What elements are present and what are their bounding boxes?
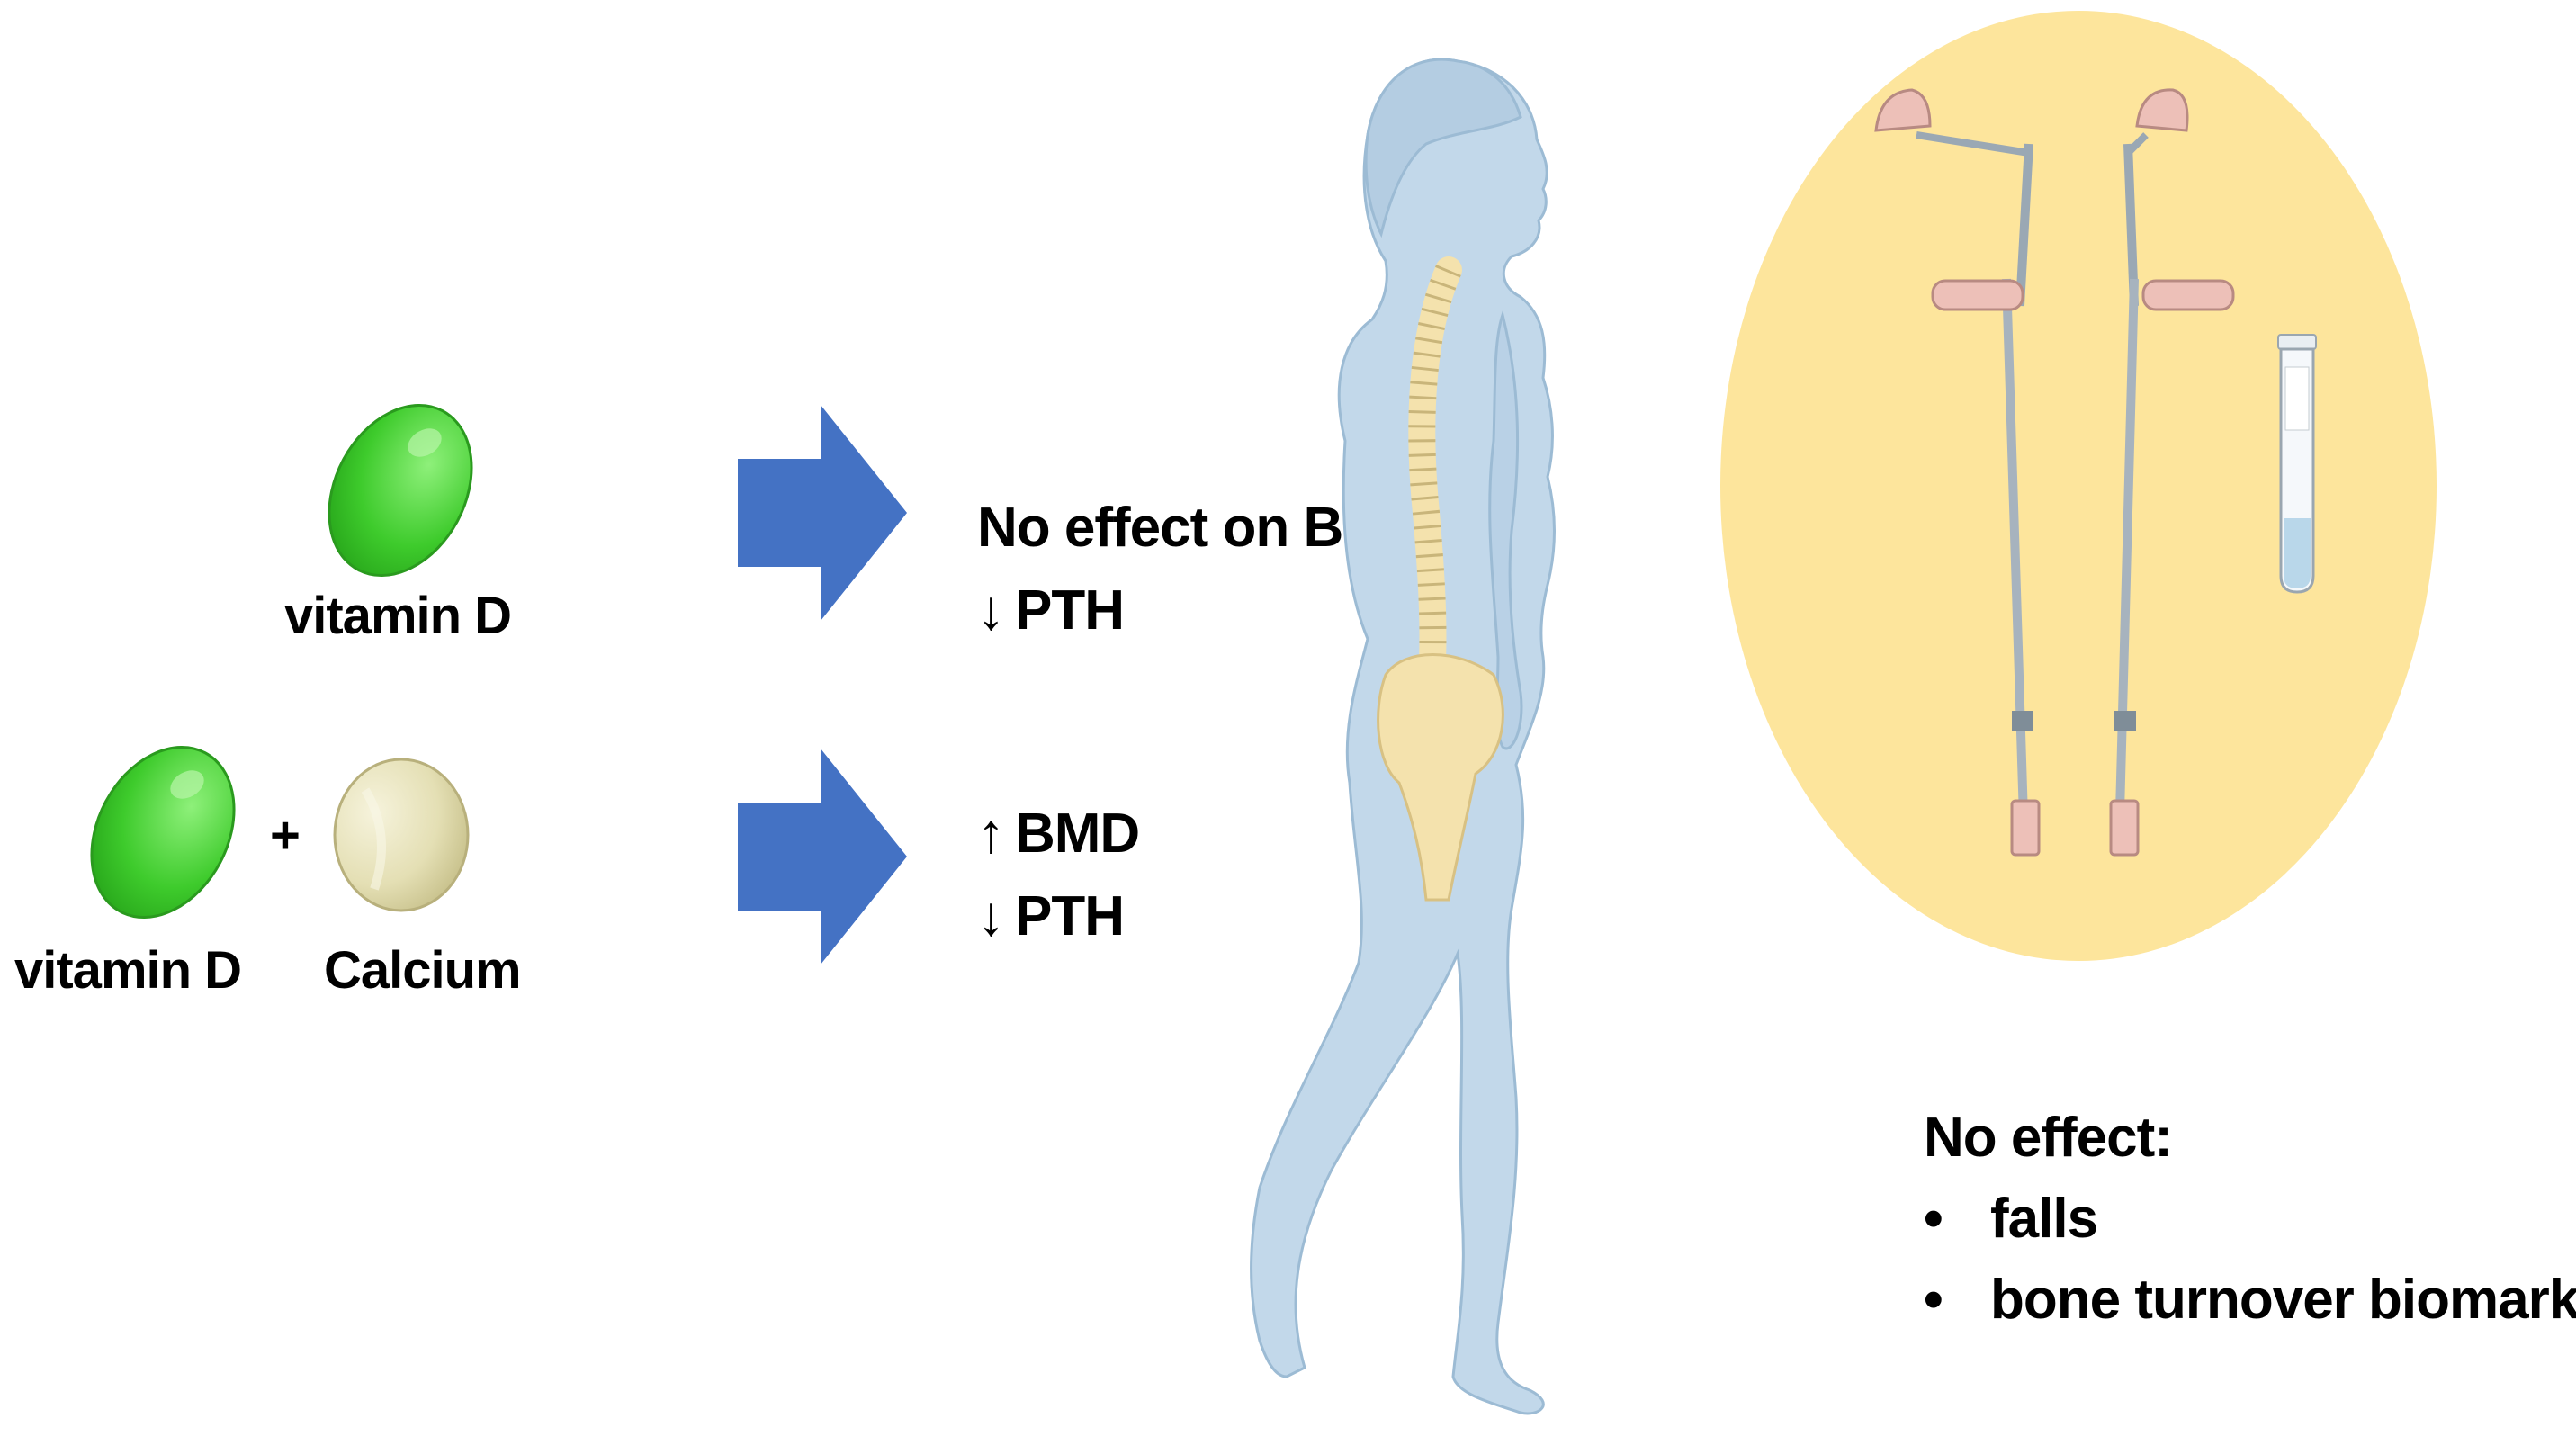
- right-arrow-icon: [738, 405, 907, 621]
- no-effect-list: • falls • bone turnover biomarkers: [1924, 1191, 2576, 1328]
- calcium-label: Calcium: [324, 941, 522, 1000]
- no-effect-block: No effect: • falls • bone turnover bioma…: [1924, 1110, 2576, 1328]
- down-arrow-icon: ↓: [977, 885, 1005, 947]
- up-arrow-icon: ↑: [977, 803, 1005, 865]
- result-vitd-ca-line1: ↑BMD: [977, 803, 1140, 865]
- human-figure-icon: [1250, 58, 1556, 1415]
- spine-icon: [1377, 256, 1504, 902]
- list-item: • falls: [1924, 1188, 2098, 1250]
- vitamin-d-label-bottom: vitamin D: [14, 941, 242, 1000]
- plus-sign: +: [270, 806, 301, 865]
- crutches-icon: [1874, 88, 2235, 857]
- vitamin-d-pill-icon: [328, 403, 473, 578]
- down-arrow-icon: ↓: [977, 579, 1005, 642]
- result-vitd-ca-line2: ↓PTH: [977, 885, 1125, 947]
- result-vitd-line2: ↓PTH: [977, 579, 1125, 642]
- crutches-oval-illustration: [1720, 11, 2437, 961]
- vitamin-d-label-top: vitamin D: [284, 587, 512, 645]
- right-arrow-icon: [738, 749, 907, 965]
- blood-tube-icon: [2277, 334, 2317, 594]
- no-effect-title: No effect:: [1924, 1107, 2173, 1169]
- calcium-pill-icon: [333, 758, 470, 912]
- list-item: • bone turnover biomarkers: [1924, 1269, 2576, 1331]
- bullet-icon: •: [1924, 1269, 1943, 1331]
- vitamin-d-pill-icon: [90, 745, 236, 920]
- bullet-icon: •: [1924, 1188, 1943, 1250]
